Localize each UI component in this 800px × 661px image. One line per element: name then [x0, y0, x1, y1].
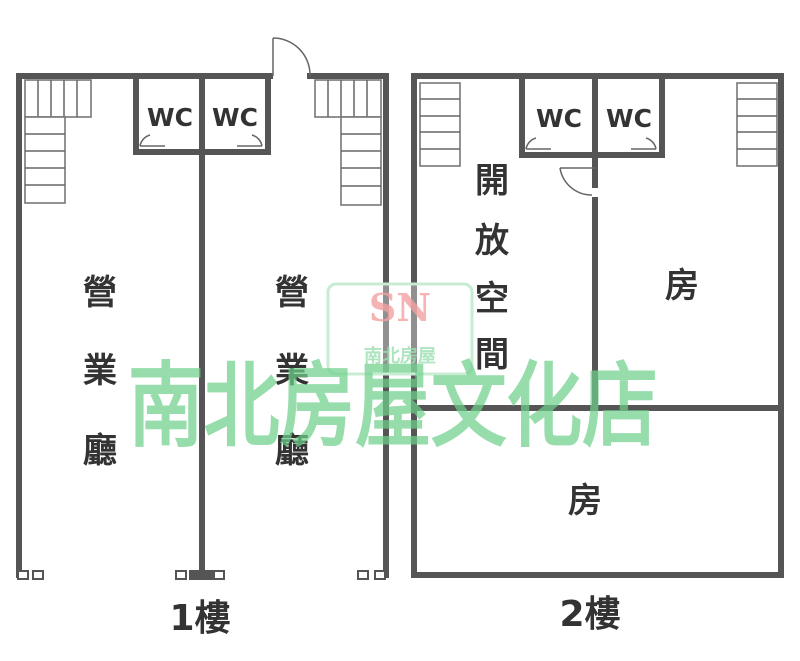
floor-1-stairs-right — [314, 79, 382, 206]
floor-2-wc-left-label: WC — [536, 104, 582, 133]
floor-1-wc-right-door — [237, 134, 263, 147]
floor-1-hall-left-char-3: 廳 — [83, 431, 117, 471]
floor-2-wc-left-door — [525, 137, 551, 150]
watermark-logo: SN 南北房屋 — [326, 282, 474, 376]
floor-1-hall-left-char-2: 業 — [83, 351, 117, 391]
floor-1-wc-left-door — [139, 134, 165, 147]
floor-1-entrance-door — [272, 37, 311, 77]
watermark-logo-subtitle: 南北房屋 — [364, 345, 436, 367]
floor-2-open-space-char-1: 開 — [475, 161, 509, 201]
floor-2-room-upper-label: 房 — [665, 266, 699, 306]
floor-2-plan: WC WC 開 放 空 間 房 房 2樓 — [411, 73, 784, 635]
floor-1-hall-right-char-1: 營 — [275, 273, 309, 313]
floor-1-label: 1樓 — [169, 598, 230, 639]
floor-2-wc-right-label: WC — [606, 104, 652, 133]
floor-2-wc-right-door — [631, 137, 657, 150]
watermark-logo-letters: SN — [369, 285, 431, 330]
floor-2-open-space-char-4: 間 — [475, 335, 509, 375]
floor-2-room-lower-label: 房 — [568, 481, 602, 521]
floor-2-label: 2樓 — [559, 594, 620, 635]
floor-1-hall-right-char-3: 廳 — [275, 431, 309, 471]
floor-1-plan: WC WC 營 業 廳 營 業 廳 1樓 — [16, 37, 389, 639]
floor-2-stairs-left — [419, 82, 461, 167]
floor-1-wc-left-label: WC — [147, 103, 193, 132]
floor-2-open-space-char-2: 放 — [475, 221, 509, 261]
floor-1-hall-right-char-2: 業 — [275, 351, 309, 391]
floor-1-outer-wall — [16, 73, 389, 578]
watermark: SN 南北房屋 南北房屋文化店 — [128, 282, 658, 460]
floor-2-room-door — [559, 167, 595, 196]
floor-1-stairs-left — [24, 79, 92, 204]
floor-1-wc-walls — [133, 73, 271, 155]
floor-2-open-space-char-3: 空 — [475, 279, 509, 319]
floor-2-stairs-right — [736, 82, 778, 167]
floor-1-column-markers — [17, 570, 386, 580]
floor-1-wc-right-label: WC — [212, 103, 258, 132]
watermark-text: 南北房屋文化店 — [128, 353, 658, 460]
floor-2-room-walls — [411, 152, 784, 411]
floor-1-hall-left-char-1: 營 — [83, 273, 117, 313]
